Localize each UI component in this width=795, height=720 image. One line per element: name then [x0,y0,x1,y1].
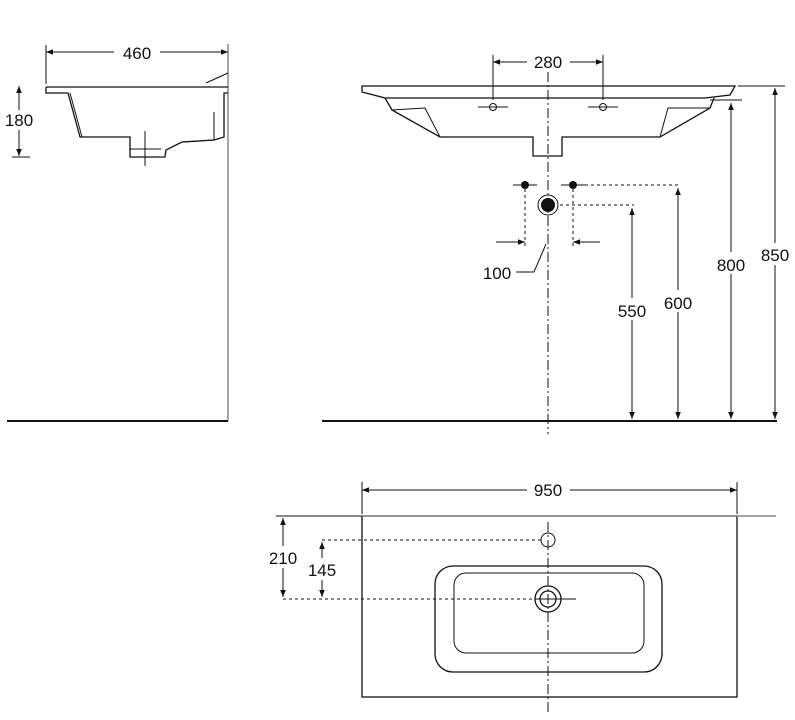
dim-850-label-bg [755,243,795,265]
side-basin-inner [69,92,215,143]
outlet-inner [541,198,555,212]
dim-460-label: 460 [123,44,151,63]
side-basin-outline [45,86,228,158]
side-top-slope [205,72,229,84]
front-basin-inner-left [391,107,441,138]
dim-210-label: 210 [269,549,297,568]
dim-100-label: 100 [483,264,511,283]
dim-800-label: 800 [717,256,745,275]
outlet-outer [537,194,559,216]
side-view: 460 180 [5,44,229,422]
dim-100-leader [516,243,547,273]
top-bowl-inner [453,572,645,654]
dim-600-label: 600 [664,294,692,313]
dim-210-label-bg [264,546,302,568]
dim-145-label: 145 [308,561,336,580]
top-view: 950 210 145 [264,481,776,712]
front-basin-bowl [384,97,715,157]
dim-850-label: 850 [761,246,789,265]
dim-145-label-bg [303,558,341,580]
dim-550-label-bg [612,298,652,320]
front-basin-top [361,85,737,99]
dim-800-label-bg [711,252,751,274]
front-basin-inner-right [659,107,710,138]
dim-950-label: 950 [534,481,562,500]
dim-550-label: 550 [618,302,646,321]
dim-280-label: 280 [534,53,562,72]
front-view: 280 100 550 600 800 850 [322,53,795,434]
dim-180-label: 180 [5,111,33,130]
dim-600-label-bg [658,290,698,312]
